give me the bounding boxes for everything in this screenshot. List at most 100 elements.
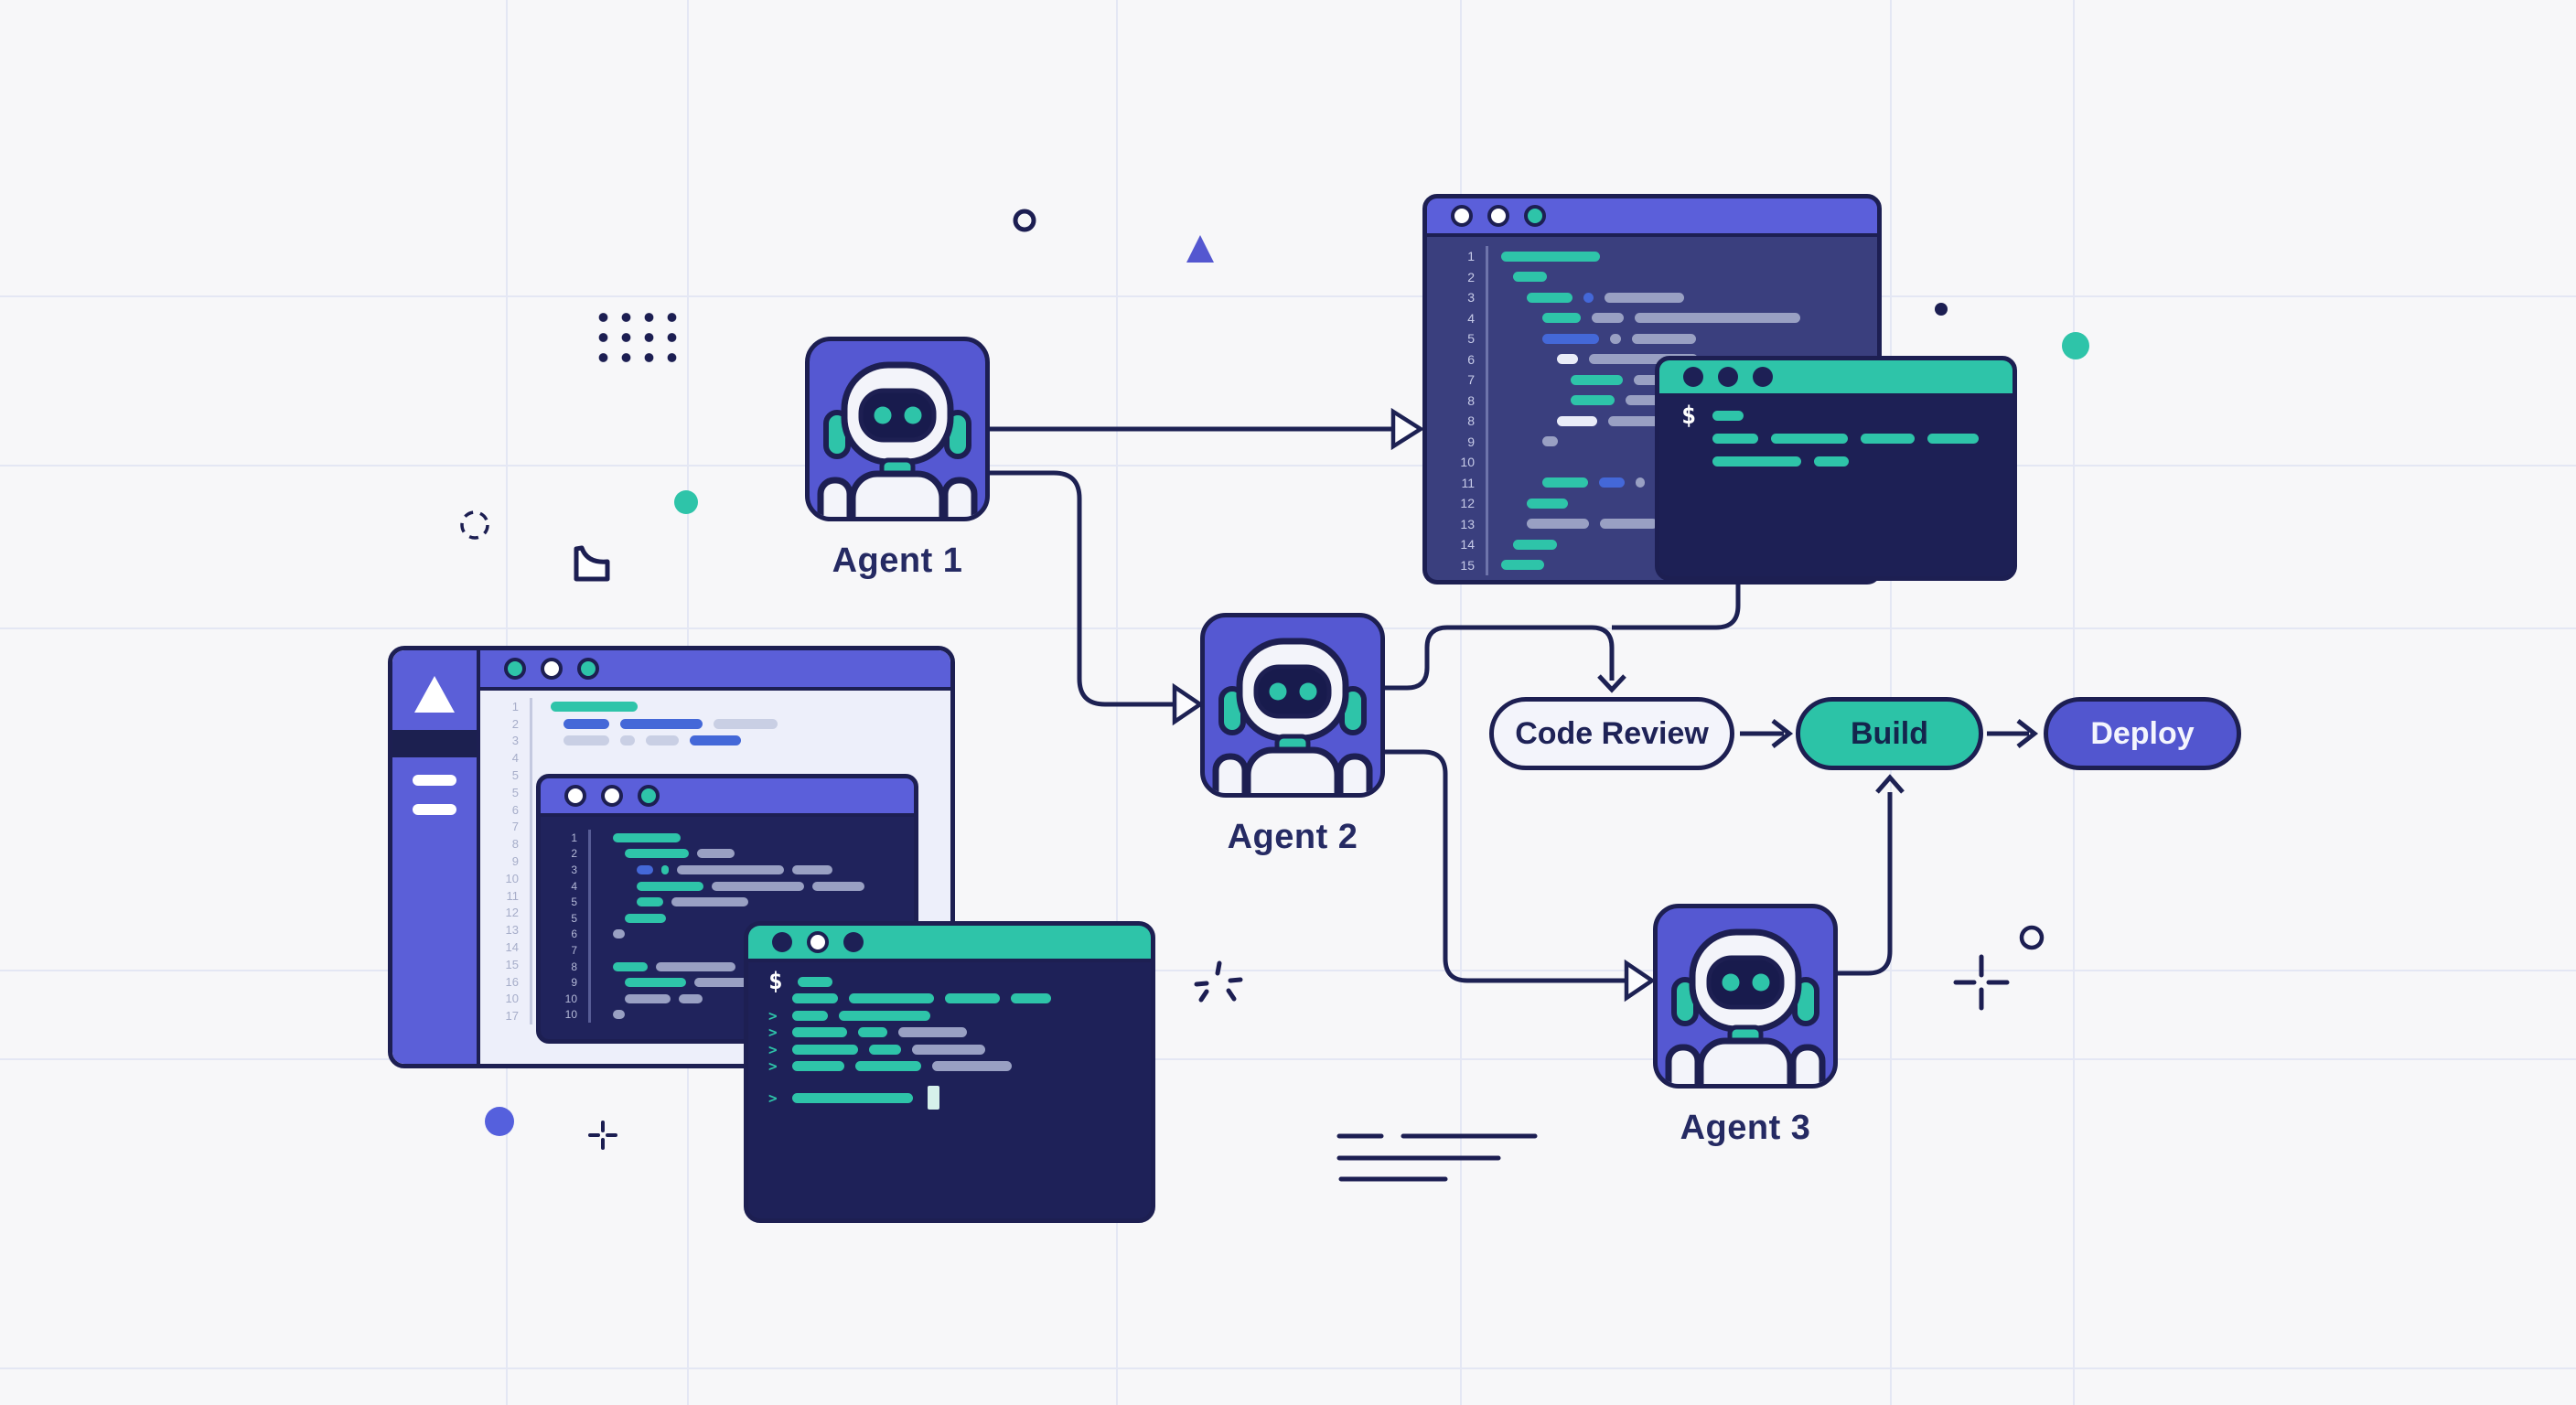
agent-avatar: [805, 337, 990, 521]
circle-outline-icon: [1013, 209, 1036, 232]
code-line: 15: [484, 955, 950, 973]
line-number: 7: [571, 943, 577, 957]
speed-lines-icon: [1336, 1133, 1538, 1182]
code-bar: [1712, 434, 1758, 444]
line-number: 5: [511, 785, 519, 799]
code-bar: [1592, 313, 1624, 324]
code-line: 5: [548, 909, 914, 927]
window-titlebar: [1427, 198, 1877, 237]
window-control-dot: [1753, 367, 1773, 387]
terminal-line: [1681, 450, 2012, 473]
window-control-dot: [601, 785, 623, 807]
code-bar: [798, 976, 832, 987]
code-bar: [714, 718, 778, 729]
agent-node-1[interactable]: Agent 1: [805, 337, 990, 581]
code-bar: [1605, 292, 1684, 303]
terminal-line: $: [768, 968, 1151, 995]
terminal-line: [1681, 427, 2012, 450]
code-line: 10: [1440, 452, 1877, 473]
code-bar: [898, 1027, 967, 1038]
line-number: 13: [1460, 516, 1475, 531]
code-bar: [637, 897, 663, 907]
agent-node-3[interactable]: Agent 3: [1653, 904, 1838, 1148]
robot-icon: [1212, 638, 1373, 793]
window-control-dot: [1683, 367, 1703, 387]
robot-icon: [1665, 928, 1826, 1084]
line-number: 2: [1467, 269, 1475, 284]
window-titlebar: [1659, 360, 2012, 397]
code-bar: [625, 849, 689, 859]
pipeline-step-code-review[interactable]: Code Review: [1489, 697, 1734, 770]
arrow-agent2-to-code-review: [1376, 625, 1615, 691]
code-bar: [625, 993, 671, 1003]
triangle-icon: [1186, 235, 1214, 263]
teal-dot-icon: [674, 490, 698, 514]
code-line: 7: [548, 942, 914, 959]
code-bar: [1610, 333, 1621, 344]
code-bar: [679, 993, 703, 1003]
line-number: 5: [571, 896, 577, 909]
line-number: 9: [511, 854, 519, 869]
grid-line: [0, 1367, 2576, 1369]
code-bar: [1814, 456, 1849, 467]
terminal-line: >: [768, 1024, 1151, 1041]
code-line: 13: [1440, 513, 1877, 534]
line-number: 2: [511, 716, 519, 731]
code-line: 3: [484, 732, 950, 750]
terminal-line: >: [768, 1007, 1151, 1024]
agent-label: Agent 1: [832, 542, 963, 580]
code-bar: [1501, 560, 1544, 571]
line-number: 7: [1467, 372, 1475, 388]
line-number: 8: [1467, 392, 1475, 408]
agent-avatar: [1653, 904, 1838, 1089]
window-control-dot: [1487, 205, 1509, 227]
code-bar: [855, 1061, 921, 1072]
prompt-symbol: >: [768, 1040, 778, 1058]
triangle-logo-icon: [414, 676, 455, 713]
code-bar: [625, 978, 686, 988]
sidebar-menu-item[interactable]: [413, 804, 456, 815]
code-line: 15: [1440, 554, 1877, 575]
code-line: 13: [484, 921, 950, 939]
window-control-dot: [504, 658, 526, 680]
grid-line: [1460, 0, 1462, 1405]
line-number: 10: [505, 871, 519, 885]
agent-node-2[interactable]: Agent 2: [1200, 613, 1385, 857]
pipeline-step-build[interactable]: Build: [1796, 697, 1983, 770]
sidebar-menu-item[interactable]: [413, 775, 456, 786]
code-bar: [1626, 395, 1669, 406]
code-bar: [620, 718, 703, 729]
grid-line: [0, 970, 2576, 971]
code-bar: [1542, 436, 1558, 447]
line-number: 13: [505, 923, 519, 938]
robot-icon: [817, 361, 978, 517]
dashed-circle-icon: [460, 510, 489, 540]
code-line: 1: [484, 698, 950, 715]
line-number: 3: [1467, 290, 1475, 306]
line-number: 10: [564, 992, 577, 1005]
code-bar: [792, 1092, 913, 1103]
pipeline-step-deploy[interactable]: Deploy: [2044, 697, 2241, 770]
code-line: 5: [484, 767, 950, 784]
code-bar: [613, 1010, 625, 1020]
line-number: 12: [1460, 496, 1475, 511]
crosshair-icon: [1953, 954, 2010, 1011]
code-bar: [661, 864, 669, 874]
terminal-line: $: [1681, 402, 2012, 430]
line-number: 6: [511, 802, 519, 817]
code-bar: [1557, 415, 1597, 426]
code-bar: [551, 701, 638, 712]
code-bar: [1542, 477, 1588, 488]
code-line: 14: [1440, 534, 1877, 555]
prompt-symbol: >: [768, 1057, 778, 1076]
code-line: 16: [484, 972, 950, 991]
arrowhead-agent2-to-agent3: [1624, 959, 1657, 1003]
line-number: 4: [1467, 310, 1475, 326]
window-control-dot: [577, 658, 599, 680]
code-line: 6: [484, 800, 950, 819]
terminal-cursor: [928, 1086, 939, 1110]
circle-outline-icon: [2019, 925, 2045, 950]
code-bar: [849, 993, 934, 1004]
